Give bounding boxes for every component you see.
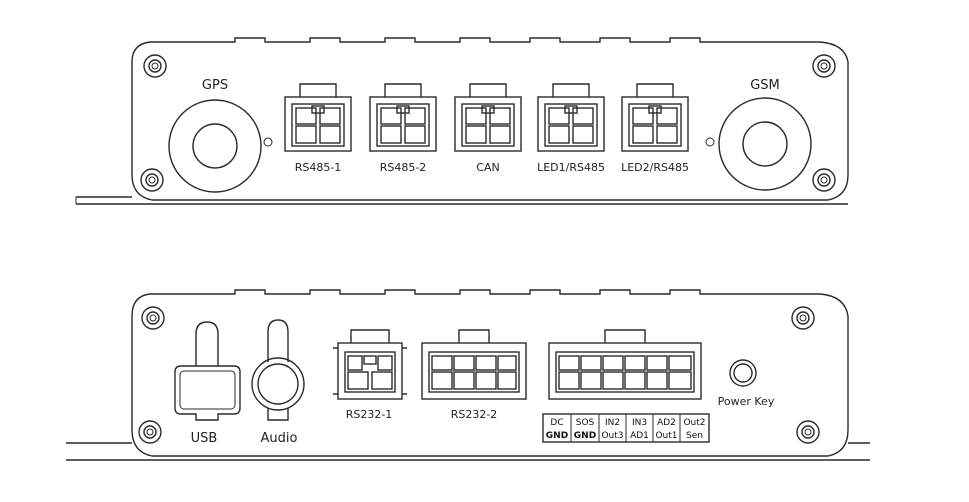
screw-icon (791, 306, 815, 330)
rs232-2-label: RS232-2 (451, 408, 498, 421)
top-connectors: RS485-1 RS485-2 CAN LED1/RS485 LED2/RS485 (284, 83, 689, 174)
screw-icon (812, 168, 836, 192)
audio-label: Audio (261, 431, 298, 446)
connector-2x2 (621, 83, 689, 152)
rs232-1-label: RS232-1 (346, 408, 393, 421)
gps-label: GPS (202, 78, 228, 93)
bottom-panel: USB Audio RS232-1 (66, 289, 870, 461)
connector-label: LED2/RS485 (621, 161, 689, 174)
pin-label-top: Out2 (683, 418, 705, 428)
pin-label-bottom: Out1 (655, 431, 677, 441)
power-key-button (729, 359, 757, 387)
pin-label-bottom: AD1 (630, 431, 649, 441)
audio-port (251, 319, 305, 421)
pin-label-top: AD2 (657, 418, 676, 428)
screw-icon (140, 168, 164, 192)
pin-label-top: IN2 (605, 418, 620, 428)
pin-label-bottom: GND (546, 431, 568, 441)
pin-label-bottom: GND (574, 431, 596, 441)
top-panel: GPS GSM RS485-1 RS485-2 CAN LED1/RS485 LED2/… (75, 37, 849, 205)
connector-label: CAN (476, 161, 499, 174)
connector-label: RS485-1 (295, 161, 342, 174)
power-key-label: Power Key (718, 395, 775, 408)
pin-label-bottom: Sen (686, 431, 703, 441)
connector-label: LED1/RS485 (537, 161, 605, 174)
usb-port (174, 321, 241, 421)
connector-2x2 (454, 83, 522, 152)
gsm-label: GSM (750, 78, 780, 93)
pin-label-bottom: Out3 (601, 431, 623, 441)
pin-label-top: IN3 (632, 418, 647, 428)
connector-label: RS485-2 (380, 161, 427, 174)
connector-2x2 (284, 83, 352, 152)
rs232-1-connector (333, 329, 407, 400)
screw-icon (812, 54, 836, 78)
pin-label-top: SOS (576, 418, 595, 428)
screw-icon (143, 54, 167, 78)
rs232-2-connector (421, 329, 527, 400)
gsm-antenna-port (705, 97, 812, 191)
connector-2x2 (369, 83, 437, 152)
usb-label: USB (191, 431, 218, 446)
io-12-pin-connector (548, 329, 702, 400)
screw-icon (141, 306, 165, 330)
pin-label-top: DC (550, 418, 563, 428)
screw-icon (138, 420, 162, 444)
gps-antenna-port (168, 99, 273, 193)
connector-2x2 (537, 83, 605, 152)
screw-icon (796, 420, 820, 444)
